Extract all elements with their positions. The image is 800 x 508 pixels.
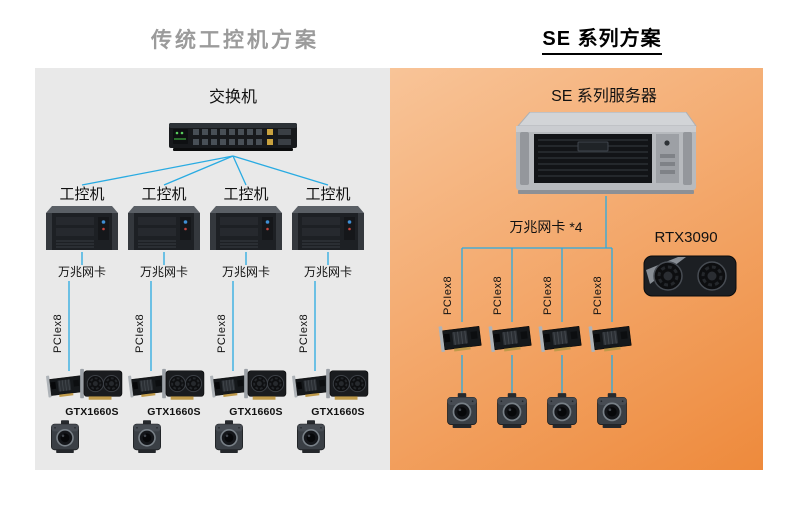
camera-image-left-1 <box>49 420 81 454</box>
se-nic-card-image-2 <box>488 319 536 357</box>
se-nic-card-image-4 <box>588 319 636 357</box>
gpu-card-image-1 <box>80 366 124 404</box>
nic-label-2: 万兆网卡 <box>139 265 188 279</box>
ipc-label-4: 工控机 <box>305 186 351 203</box>
gpu-card-image-3 <box>244 366 288 404</box>
camera-image-right-4 <box>595 393 629 429</box>
rtx3090-label: RTX3090 <box>654 229 718 246</box>
network-switch-image <box>168 118 298 156</box>
right-solution-title-text: SE 系列方案 <box>542 28 662 55</box>
gpu-card-image-2 <box>162 366 206 404</box>
pcie-label-4: PCIex8 <box>298 313 310 353</box>
se-nic-label: 万兆网卡 *4 <box>509 219 583 235</box>
gpu-model-label-1: GTX1660S <box>65 406 119 418</box>
gpu-card-image-4 <box>326 366 370 404</box>
nic-label-4: 万兆网卡 <box>303 265 352 279</box>
se-nic-card-image-3 <box>538 319 586 357</box>
se-nic-card-image-1 <box>438 319 486 357</box>
pcie-label-2: PCIex8 <box>134 313 146 353</box>
ipc-label-2: 工控机 <box>141 186 187 203</box>
se-server-image <box>514 112 698 196</box>
switch-label: 交换机 <box>208 89 257 106</box>
camera-image-right-1 <box>445 393 479 429</box>
nic-label-3: 万兆网卡 <box>221 265 270 279</box>
right-solution-title: SE 系列方案 <box>502 22 702 55</box>
ipc-label-1: 工控机 <box>59 186 105 203</box>
camera-image-left-2 <box>131 420 163 454</box>
camera-image-right-2 <box>495 393 529 429</box>
camera-image-right-3 <box>545 393 579 429</box>
se-server-label: SE 系列服务器 <box>551 88 657 105</box>
pcie-label-1: PCIex8 <box>52 313 64 353</box>
industrial-pc-image-2 <box>128 206 200 252</box>
ipc-label-3: 工控机 <box>223 186 269 203</box>
rtx3090-image <box>642 248 738 304</box>
camera-image-left-4 <box>295 420 327 454</box>
left-solution-title: 传统工控机方案 <box>151 29 319 52</box>
industrial-pc-image-4 <box>292 206 364 252</box>
gpu-model-label-4: GTX1660S <box>311 406 365 418</box>
gpu-model-label-3: GTX1660S <box>229 406 283 418</box>
camera-image-left-3 <box>213 420 245 454</box>
industrial-pc-image-3 <box>210 206 282 252</box>
nic-label-1: 万兆网卡 <box>57 265 106 279</box>
pcie-label-3: PCIex8 <box>216 313 228 353</box>
industrial-pc-image-1 <box>46 206 118 252</box>
gpu-model-label-2: GTX1660S <box>147 406 201 418</box>
